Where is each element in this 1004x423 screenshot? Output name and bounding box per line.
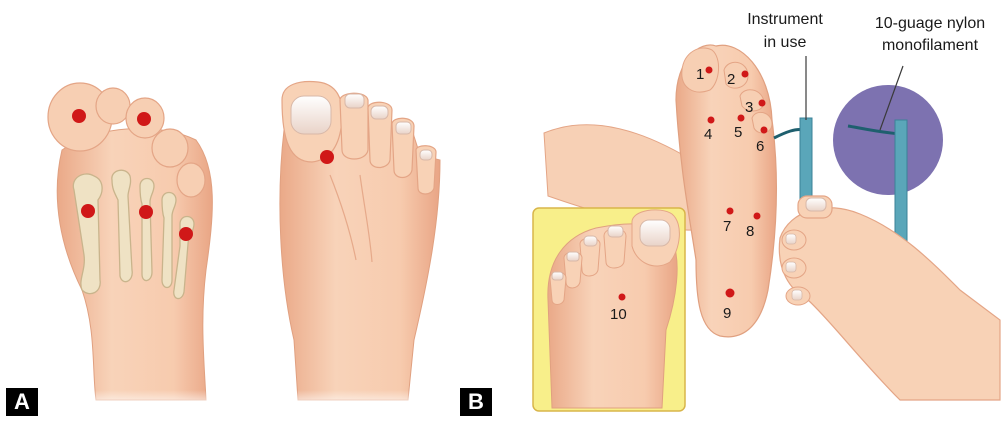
monofilament-label-line1: 10-guage nylon [875, 15, 985, 32]
test-site-dot-10 [619, 294, 626, 301]
dorsal-inset [533, 208, 685, 411]
toenail [640, 220, 670, 246]
sole-test-point [179, 227, 193, 241]
test-site-label-8: 8 [746, 223, 754, 240]
test-site-dot-5 [738, 115, 745, 122]
panel-a-label: A [6, 388, 38, 416]
toenail [567, 252, 579, 261]
sole-test-point [139, 205, 153, 219]
toenail [552, 272, 563, 280]
fingernail [786, 262, 796, 272]
instrument-label-line2: in use [764, 34, 807, 51]
test-site-label-1: 1 [696, 66, 704, 83]
toenail [608, 226, 623, 237]
test-site-dot-9 [726, 289, 735, 298]
test-site-label-4: 4 [704, 126, 712, 143]
sole-test-point [72, 109, 86, 123]
fingernail [786, 234, 796, 244]
test-site-dot-8 [754, 213, 761, 220]
panel-b-label: B [460, 388, 492, 416]
toenail [345, 94, 364, 108]
toenail [291, 96, 331, 134]
monofilament-label-line2: monofilament [882, 37, 979, 54]
toenail [396, 122, 411, 134]
test-site-label-7: 7 [723, 218, 731, 235]
test-site-label-9: 9 [723, 305, 731, 322]
test-site-label-3: 3 [745, 99, 753, 116]
test-site-dot-7 [727, 208, 734, 215]
test-site-dot-2 [742, 71, 749, 78]
dorsal-foot-illustration [270, 82, 460, 410]
toenail [584, 236, 597, 246]
instrument-label-line1: Instrument [747, 11, 823, 28]
sole-test-point [81, 204, 95, 218]
test-site-label-5: 5 [734, 124, 742, 141]
panel-b-illustration: Instrument in use 10-guage nylon monofil… [533, 11, 1000, 411]
test-site-label-2: 2 [727, 71, 735, 88]
test-site-dot-4 [708, 117, 715, 124]
test-site-label-6: 6 [756, 138, 764, 155]
fingernail [792, 290, 802, 300]
examiner-hand [779, 196, 1000, 400]
dorsal-test-point [320, 150, 334, 164]
toenail [371, 106, 388, 119]
test-site-label-10: 10 [610, 306, 627, 323]
test-site-dot-1 [706, 67, 713, 74]
sole-foot-illustration [40, 83, 240, 410]
test-site-dot-3 [759, 100, 766, 107]
toenail [420, 150, 432, 160]
fingernail [806, 198, 826, 211]
test-site-dot-6 [761, 127, 768, 134]
sole-test-point [137, 112, 151, 126]
monofilament-magnified-circle [833, 85, 943, 195]
